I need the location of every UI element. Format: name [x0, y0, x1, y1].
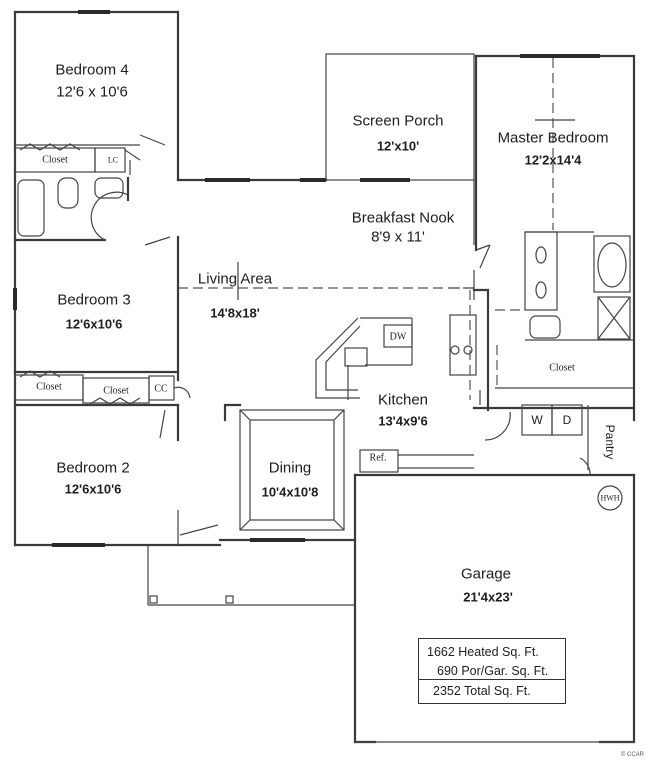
- garage-label: Garage: [460, 565, 512, 583]
- dishwasher-label: DW: [389, 331, 407, 343]
- breakfast-nook-size: 8'9 x 11': [371, 228, 425, 246]
- master-closet-walls: [479, 345, 634, 405]
- garage-walls: [353, 473, 636, 744]
- pantry-label: Pantry: [603, 424, 617, 460]
- bedroom-2-walls: [13, 403, 222, 547]
- kitchen-size: 13'4x9'6: [378, 413, 428, 429]
- living-area-lines: [144, 235, 475, 382]
- square-footage-box: 1662 Heated Sq. Ft. 690 Por/Gar. Sq. Ft.…: [418, 638, 566, 704]
- screen-porch-size: 12'x10': [376, 138, 420, 154]
- kitchen-label: Kitchen: [377, 391, 429, 409]
- washer-label: W: [531, 413, 543, 427]
- bedroom-2-label: Bedroom 2: [56, 459, 130, 477]
- refrigerator-label: Ref.: [369, 452, 387, 464]
- master-closet-label: Closet: [549, 362, 575, 374]
- linen-closet-label: LC: [107, 155, 119, 165]
- bedroom-4-closets: [14, 143, 141, 175]
- laundry-pantry-walls: [472, 288, 636, 476]
- dining-label: Dining: [268, 459, 312, 477]
- total-sqft: 2352 Total Sq. Ft.: [433, 684, 531, 698]
- heated-sqft: 1662 Heated Sq. Ft.: [427, 645, 539, 659]
- garage-size: 21'4x23': [463, 589, 513, 605]
- screen-porch-label: Screen Porch: [352, 112, 444, 130]
- bedroom-4-walls: [13, 10, 180, 242]
- bedroom-4-size: 12'6 x 10'6: [56, 83, 128, 101]
- totals-divider: [419, 679, 565, 680]
- hall-bath: [13, 176, 130, 242]
- refrigerator-nook: [359, 449, 474, 473]
- bedroom-3-label: Bedroom 3: [57, 291, 131, 309]
- screen-porch-walls: [325, 53, 475, 245]
- bedroom-3-size: 12'6x10'6: [65, 316, 123, 332]
- master-bedroom-label: Master Bedroom: [497, 129, 609, 147]
- living-area-label: Living Area: [197, 270, 273, 288]
- master-bedroom-walls: [474, 54, 636, 422]
- front-porch: [147, 545, 355, 606]
- dining-walls: [218, 403, 357, 542]
- copyright-credit: © CCAR: [620, 752, 644, 758]
- master-bath: [495, 231, 634, 341]
- bedroom-4-label: Bedroom 4: [55, 61, 129, 79]
- bedroom-2-closet-label: Closet: [103, 385, 129, 397]
- porch-garage-sqft: 690 Por/Gar. Sq. Ft.: [437, 664, 549, 678]
- kitchen-counter: [315, 290, 477, 400]
- dryer-label: D: [562, 413, 572, 427]
- dining-size: 10'4x10'8: [261, 484, 319, 500]
- living-area-size: 14'8x18': [210, 305, 260, 321]
- coat-closet-label: CC: [154, 383, 168, 395]
- master-bedroom-size: 12'2x14'4: [524, 152, 582, 168]
- breakfast-nook-label: Breakfast Nook: [351, 209, 455, 227]
- bedroom-2-size: 12'6x10'6: [64, 481, 122, 497]
- bedroom-4-closet-label: Closet: [42, 154, 68, 166]
- bedroom-2-3-closets: [13, 370, 191, 407]
- water-heater-label: HWH: [600, 493, 620, 503]
- bedroom-3-closet-label: Closet: [36, 381, 62, 393]
